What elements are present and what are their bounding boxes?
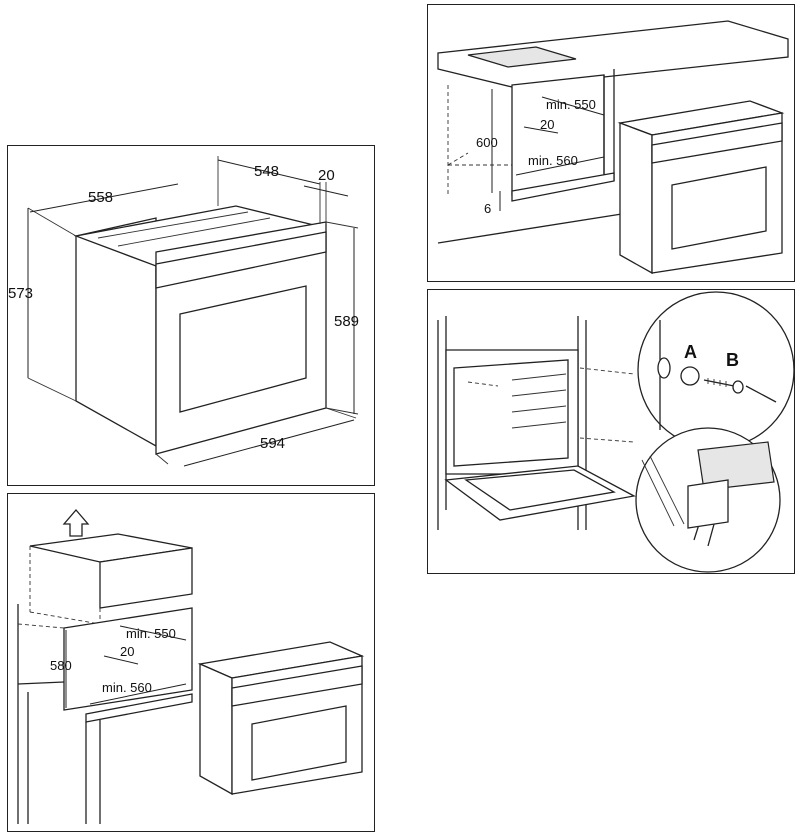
min-depth-label: min. 550 — [546, 97, 596, 112]
screw-b — [732, 380, 744, 394]
width-front-label: 594 — [260, 435, 285, 452]
undercounter-drawing: 600 min. 550 20 min. 560 6 — [437, 20, 789, 275]
front-thickness-label: 20 — [318, 167, 335, 184]
niche-shelf — [511, 172, 615, 202]
control-panel-3 — [231, 665, 363, 707]
hinge-plate — [687, 479, 729, 529]
niche-height-label-2: 580 — [50, 658, 72, 673]
door-glass — [464, 469, 616, 511]
countertop — [437, 20, 789, 88]
min-width-label-2: min. 560 — [102, 680, 152, 695]
height-front-label: 589 — [334, 313, 359, 330]
depth-body-line — [217, 159, 321, 185]
min-width-label: min. 560 — [528, 153, 578, 168]
bottom-gap-label: 6 — [484, 201, 491, 216]
callout-a: A — [684, 342, 697, 362]
oven-dimensions-panel: 573 558 548 20 589 594 — [7, 145, 375, 486]
front-thickness-line — [303, 185, 349, 197]
screwdriver — [745, 385, 777, 403]
depth-body-label: 548 — [254, 163, 279, 180]
min-width-line — [515, 156, 605, 176]
min-width-line-2 — [89, 683, 187, 705]
gap-line-2 — [103, 655, 139, 665]
depth-total-label: 558 — [88, 189, 113, 206]
mounting-hole — [657, 357, 671, 379]
min-depth-line-2 — [119, 625, 187, 641]
column-installation-panel: 580 min. 550 20 min. 560 — [7, 493, 375, 832]
gap-label: 20 — [540, 117, 554, 132]
door-window — [179, 285, 307, 413]
min-depth-line — [541, 96, 605, 116]
column-niche — [63, 607, 193, 711]
door-window-3 — [251, 705, 347, 781]
control-panel-2 — [651, 122, 783, 164]
oven-fixing-panel: A B — [427, 289, 795, 574]
door-window-2 — [671, 166, 767, 250]
up-arrow-icon — [62, 509, 90, 537]
column-top-front — [99, 547, 193, 609]
height-body-label: 573 — [8, 285, 33, 302]
niche-shelf-2 — [85, 693, 193, 723]
oven-dimensions-drawing: 573 558 548 20 589 594 — [8, 156, 359, 467]
column-drawing: 580 min. 550 20 min. 560 — [17, 509, 365, 824]
control-panel — [155, 231, 327, 289]
depth-total-line — [29, 183, 179, 213]
width-front-line — [183, 419, 355, 467]
niche-height-label: 600 — [476, 135, 498, 150]
oven-side-2 — [619, 122, 653, 275]
spacer-a — [680, 366, 700, 386]
fixing-drawing: A B — [437, 291, 795, 573]
oven-side-3 — [199, 663, 233, 796]
gap-label-2: 20 — [120, 644, 134, 659]
min-depth-label-2: min. 550 — [126, 626, 176, 641]
undercounter-installation-panel: 600 min. 550 20 min. 560 6 — [427, 4, 795, 282]
callout-b: B — [726, 350, 739, 370]
cavity-inner — [453, 359, 569, 467]
gap-line — [523, 126, 559, 134]
hinge-bracket — [697, 441, 775, 491]
hob-cutout — [467, 46, 577, 68]
